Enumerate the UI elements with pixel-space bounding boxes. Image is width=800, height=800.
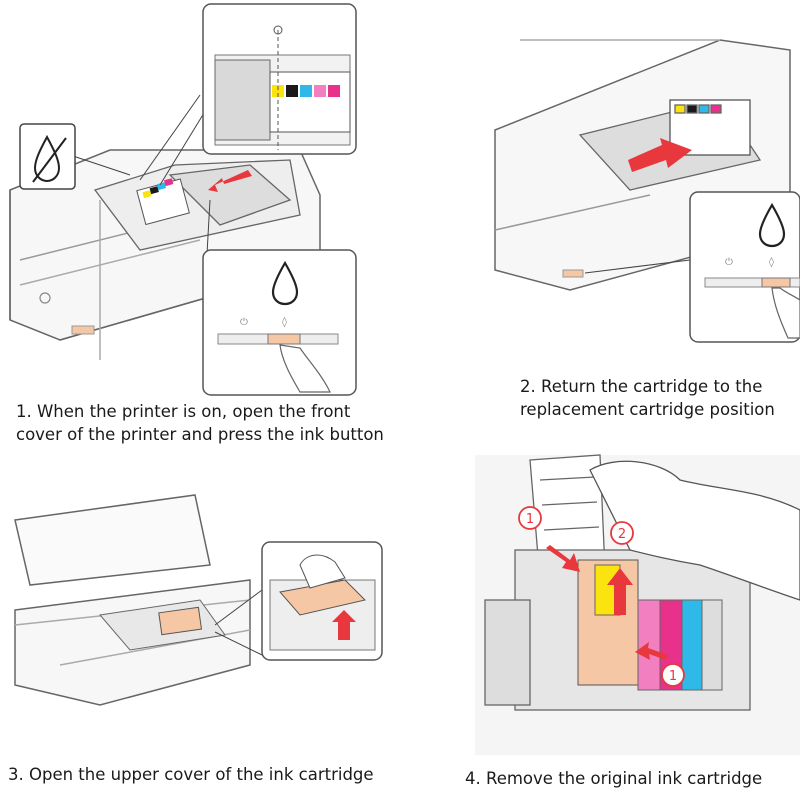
step-marker-1-top: 1	[518, 506, 542, 530]
press-arrow-top	[546, 545, 580, 572]
cartridge-holder-small	[136, 178, 190, 226]
step-3-panel: 3. Open the upper cover of the ink cartr…	[0, 450, 400, 800]
marker-label: 1	[669, 669, 677, 684]
caption-line: 2. Return the cartridge to the	[520, 377, 763, 396]
step-3-caption: 3. Open the upper cover of the ink cartr…	[8, 763, 374, 786]
cartridge-cover-callout	[261, 541, 383, 661]
step-2-panel: ⏻ ◊ 2. Return the cartridge to the repla…	[400, 0, 800, 450]
power-icon: ⏻	[240, 317, 248, 328]
step-marker-2: 2	[610, 521, 634, 545]
step-4-panel: 1 2 1 4. Remove the original ink cartrid…	[400, 450, 800, 800]
finger-pressing	[771, 287, 800, 339]
move-right-arrow	[628, 138, 692, 172]
small-drop-icon: ◊	[282, 316, 287, 328]
step-3-illustration	[14, 494, 383, 706]
step-2-caption: 2. Return the cartridge to the replaceme…	[520, 375, 775, 421]
caption-line: cover of the printer and press the ink b…	[16, 425, 384, 444]
ink-button-callout: ⏻ ◊	[202, 249, 357, 396]
ink-cartridges	[577, 559, 723, 691]
step-2-illustration: ⏻ ◊	[494, 39, 800, 343]
move-left-arrow	[208, 170, 252, 192]
caption-line: replacement cartridge position	[520, 400, 775, 419]
ink-button-small	[71, 325, 95, 335]
cartridge-area	[99, 599, 226, 651]
step-4-caption: 4. Remove the original ink cartridge	[465, 767, 762, 790]
cyan-cartridge	[681, 599, 703, 691]
ink-button-small	[562, 269, 584, 278]
printer-body	[14, 494, 251, 706]
ink-drop-icon	[758, 202, 786, 248]
no-ink-drop-icon	[19, 123, 76, 190]
step-4-illustration: 1 2 1	[475, 454, 800, 755]
power-icon: ⏻	[725, 257, 733, 268]
cartridge-zoom-callout	[202, 3, 357, 155]
ink-button-callout: ⏻ ◊	[689, 191, 800, 343]
printer-led	[39, 292, 51, 304]
up-arrow	[332, 610, 356, 640]
cartridge-cover-small	[158, 606, 203, 636]
step-marker-1-bottom: 1	[661, 663, 685, 687]
pink-cartridge	[637, 599, 661, 691]
small-drop-icon: ◊	[769, 256, 774, 268]
finger-pressing	[279, 344, 331, 393]
hand-lifting	[299, 554, 346, 589]
ink-drop-icon	[271, 260, 299, 306]
open-front-cover	[93, 159, 301, 251]
marker-label: 1	[526, 512, 534, 527]
step-1-caption: 1. When the printer is on, open the fron…	[16, 400, 384, 446]
caption-line: 1. When the printer is on, open the fron…	[16, 402, 351, 421]
caption-line: 4. Remove the original ink cartridge	[465, 769, 763, 788]
ink-button	[761, 277, 791, 288]
step-1-illustration: ⏻ ◊	[9, 3, 357, 396]
pull-up-arrow	[607, 568, 633, 615]
press-arrow-bottom	[635, 642, 668, 660]
caption-line: 3. Open the upper cover of the ink cartr…	[8, 765, 374, 784]
light-cartridge	[701, 599, 723, 691]
ink-button	[267, 333, 301, 345]
step-1-panel: ⏻ ◊ 1. When the printer is on, open the …	[0, 0, 400, 450]
marker-label: 2	[618, 527, 626, 542]
